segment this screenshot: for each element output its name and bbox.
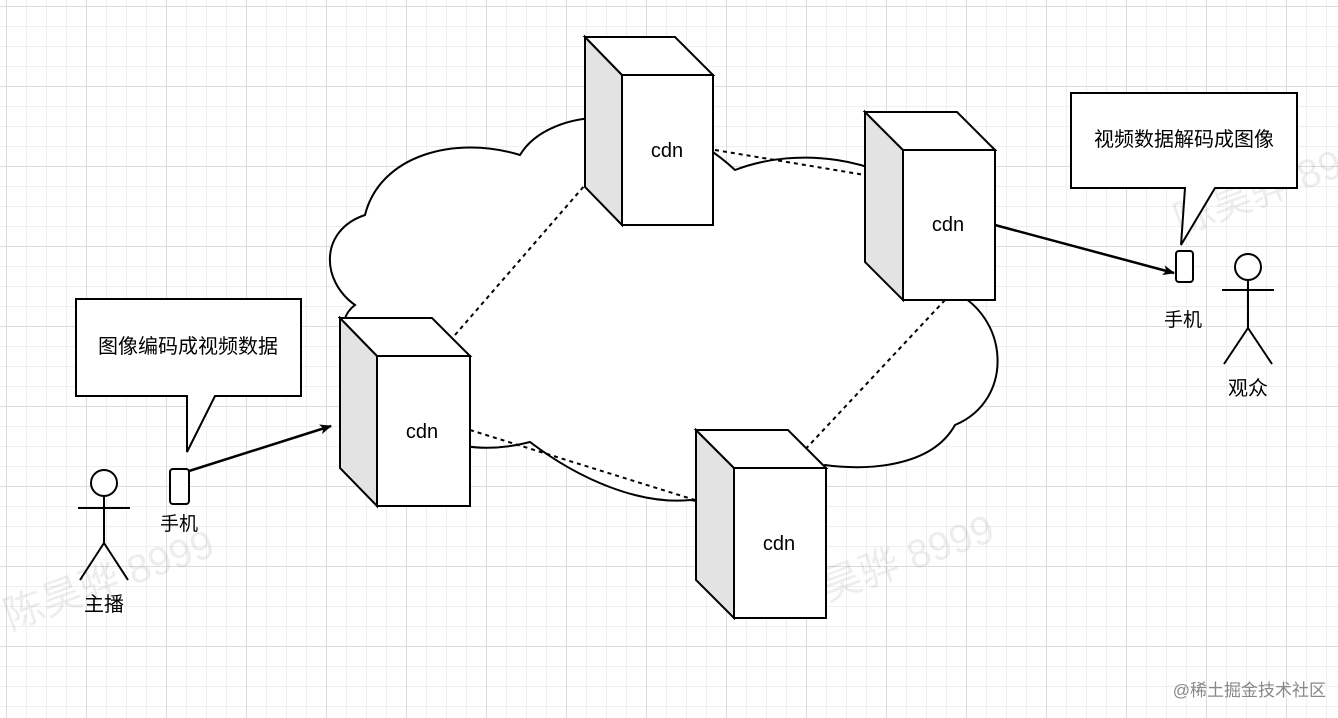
cdn-server-right: cdn	[862, 109, 998, 303]
cdn-left-label: cdn	[406, 421, 438, 443]
phone-icon	[1175, 250, 1194, 283]
site-watermark: @稀土掘金技术社区	[1173, 681, 1326, 700]
cdn-bottom-label: cdn	[763, 533, 795, 555]
viewer-phone: 手机	[1164, 250, 1202, 331]
decode-callout-text: 视频数据解码成图像	[1094, 128, 1274, 151]
upload-arrow	[188, 424, 332, 473]
viewer-phone-label: 手机	[1164, 309, 1202, 331]
link-left-top	[454, 184, 586, 336]
link-right-bottom	[799, 299, 946, 456]
cdn-links	[454, 149, 946, 501]
encode-callout: 图像编码成视频数据	[75, 298, 302, 453]
cdn-server-left: cdn	[337, 315, 473, 509]
viewer-label: 观众	[1228, 377, 1268, 400]
network-cloud	[329, 116, 999, 503]
download-arrow	[994, 223, 1175, 275]
link-top-right	[714, 149, 866, 176]
cdn-right-label: cdn	[932, 214, 964, 236]
encode-callout-text: 图像编码成视频数据	[98, 335, 278, 358]
watermark-2: 陈昊骅 8999	[0, 522, 220, 639]
cdn-server-top: cdn	[582, 34, 716, 228]
cdn-top-label: cdn	[651, 140, 683, 162]
streamer-phone: 手机	[160, 468, 198, 535]
phone-icon	[169, 468, 190, 505]
cdn-server-bottom: cdn	[693, 427, 829, 621]
viewer-actor-icon	[1222, 253, 1274, 365]
streamer-phone-label: 手机	[160, 513, 198, 535]
streamer-label: 主播	[84, 593, 124, 616]
decode-callout: 视频数据解码成图像	[1070, 92, 1298, 246]
streamer-actor-icon	[78, 469, 130, 581]
